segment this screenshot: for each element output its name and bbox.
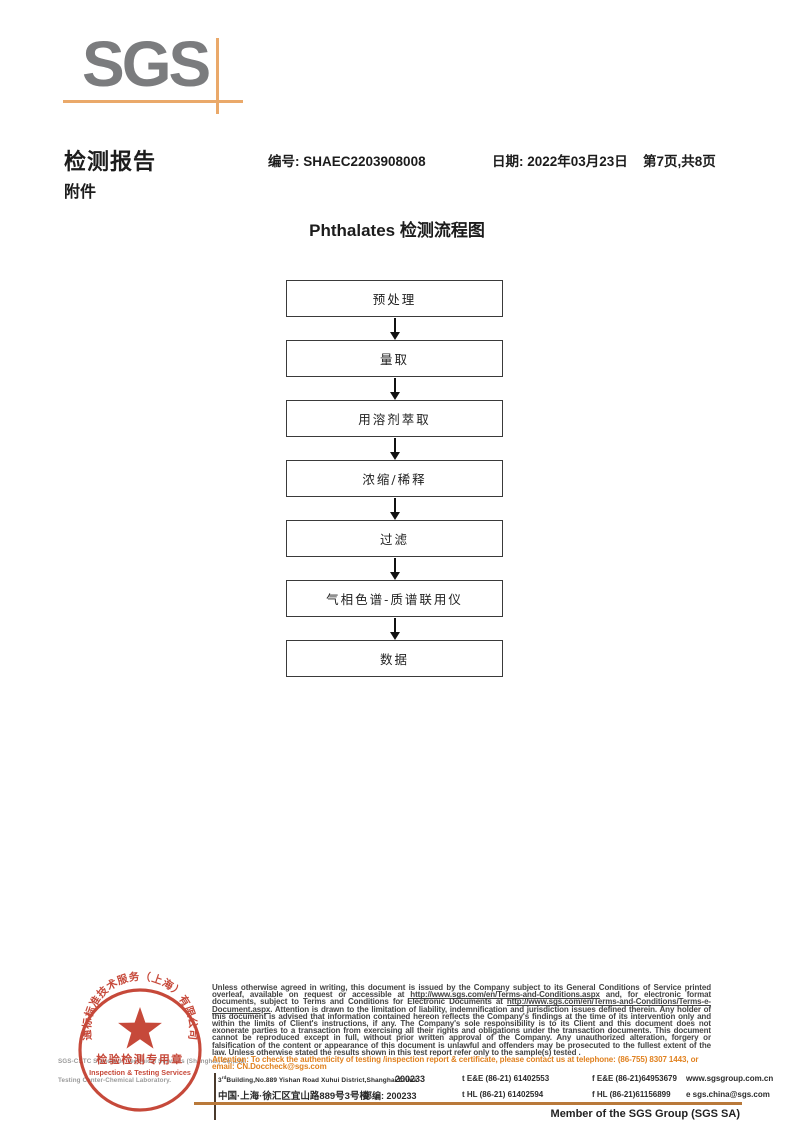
sgs-logo: SGS [82, 28, 211, 100]
flow-arrow-down-icon [389, 497, 400, 520]
flowchart-title: Phthalates 检测流程图 [309, 221, 485, 240]
address-en-street: Building,No.889 Yishan Road Xuhui Distri… [226, 1077, 418, 1085]
flowchart: 预处理量取用溶剂萃取浓缩/稀释过滤气相色谱-质谱联用仪数据 [286, 280, 503, 677]
flow-step-box: 过滤 [286, 520, 503, 557]
disclaimer-paragraph: Unless otherwise agreed in writing, this… [212, 983, 712, 1057]
fax-ee: f E&E (86-21)64953679 [592, 1074, 677, 1083]
company-lab-line: Testing Center-Chemical Laboratory. [58, 1077, 172, 1084]
address-english: 3rdBuilding,No.889 Yishan Road Xuhui Dis… [218, 1075, 417, 1084]
sgs-member-note: Member of the SGS Group (SGS SA) [550, 1108, 740, 1120]
flow-arrow-down-icon [389, 557, 400, 580]
address-en-ordinal: rd [221, 1075, 227, 1080]
flow-step-box: 量取 [286, 340, 503, 377]
report-title: 检测报告 [64, 149, 157, 174]
flow-step-box: 浓缩/稀释 [286, 460, 503, 497]
email-address: e sgs.china@sgs.com [686, 1090, 770, 1099]
zipcode-chinese: 邮编: 200233 [363, 1091, 417, 1101]
page-indicator: 第7页,共8页 [643, 154, 716, 169]
telephone-ee: t E&E (86-21) 61402553 [462, 1074, 550, 1083]
logo-crosshair-vertical-line [216, 38, 219, 114]
website-url: www.sgsgroup.com.cn [686, 1074, 774, 1083]
stamp-seal-title: 检验检测专用章 [96, 1052, 184, 1066]
stamp-star-icon [118, 1007, 162, 1049]
footer-vertical-divider [214, 1073, 216, 1120]
terms-url: http://www.sgs.com/en/Terms-and-Conditio… [410, 990, 600, 1000]
disclaimer-text: . Attention is drawn to the limitation o… [212, 1004, 711, 1057]
flow-arrow-down-icon [389, 377, 400, 400]
footer-horizontal-rule [194, 1102, 742, 1105]
terms-url: http://www.sgs.com/en/Terms-and-Conditio… [212, 997, 711, 1014]
flow-step-box: 用溶剂萃取 [286, 400, 503, 437]
attention-notice: Attention: To check the authenticity of … [212, 1055, 699, 1072]
legal-block: Unless otherwise agreed in writing, this… [212, 983, 712, 1072]
flow-arrow-down-icon [389, 617, 400, 640]
flow-step-box: 数据 [286, 640, 503, 677]
report-number: 编号: SHAEC2203908008 [268, 154, 426, 169]
address-chinese: 中国·上海·徐汇区宜山路889号3号楼 [218, 1091, 369, 1102]
stamp-seal-subtitle: Inspection & Testing Services [89, 1068, 191, 1077]
flow-step-box: 预处理 [286, 280, 503, 317]
report-date: 日期: 2022年03月23日 [492, 154, 628, 169]
attachment-label: 附件 [64, 184, 97, 201]
inspection-stamp-icon: 通标标准技术服务（上海）有限公司 检验检测专用章 Inspection & Te… [78, 970, 202, 1112]
flow-arrow-down-icon [389, 437, 400, 460]
address-en-number: 3 [218, 1077, 222, 1085]
telephone-hl: t HL (86-21) 61402594 [462, 1090, 544, 1099]
zipcode-english: 200233 [395, 1074, 426, 1084]
logo-crosshair-horizontal-line [63, 100, 243, 103]
flow-step-box: 气相色谱-质谱联用仪 [286, 580, 503, 617]
fax-hl: f HL (86-21)61156899 [592, 1090, 671, 1099]
disclaimer-text: Unless otherwise agreed in writing, this… [212, 983, 711, 1000]
flow-arrow-down-icon [389, 317, 400, 340]
company-name-line: SGS-CSTC Standards Technical Services (S… [58, 1058, 247, 1065]
disclaimer-text: and, for electronic format documents, su… [212, 990, 712, 1007]
